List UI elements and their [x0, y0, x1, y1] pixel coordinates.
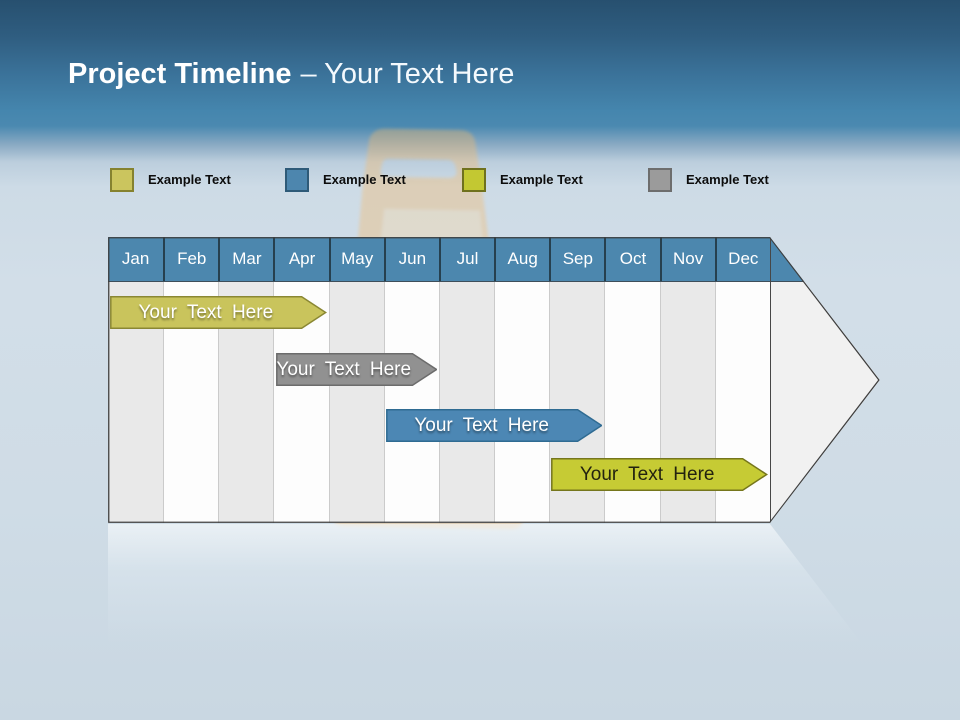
- legend-label: Example Text: [323, 172, 406, 187]
- header-underline: [108, 281, 804, 282]
- legend-label: Example Text: [500, 172, 583, 187]
- month-header-row: Jan Feb Mar Apr May Jun Jul Aug Sep Oct …: [108, 237, 880, 281]
- month-label: Aug: [507, 249, 538, 268]
- bar-label: Your Text Here: [414, 415, 549, 436]
- month-label: Feb: [177, 249, 207, 268]
- legend-swatch-olive: [110, 168, 134, 192]
- december-end-divider: [770, 237, 771, 523]
- month-cell: Jan: [108, 237, 163, 281]
- legend-swatch-blue: [285, 168, 309, 192]
- bar-label: Your Text Here: [579, 464, 715, 485]
- legend-swatch-gray: [648, 168, 672, 192]
- timeline-bar[interactable]: Your Text Here: [110, 296, 328, 329]
- month-cell: May: [328, 237, 384, 281]
- month-label: Jun: [398, 249, 427, 268]
- slide-title[interactable]: Project Timeline– Your Text Here: [68, 58, 514, 91]
- month-label: Apr: [288, 249, 316, 268]
- month-label: Jul: [456, 249, 479, 268]
- slide-title-bold: Project Timeline: [68, 58, 292, 90]
- timeline-arrow-shape: Jan Feb Mar Apr May Jun Jul Aug Sep Oct …: [108, 237, 880, 523]
- timeline-bar[interactable]: Your Text Here: [385, 409, 603, 442]
- month-cell: Apr: [273, 237, 328, 281]
- month-cell: Aug: [494, 237, 549, 281]
- legend-label: Example Text: [148, 172, 231, 187]
- month-cell: Oct: [604, 237, 659, 281]
- timeline-bar[interactable]: Your Text Here: [551, 458, 769, 491]
- month-cell: Dec: [714, 237, 770, 281]
- month-label: May: [341, 249, 374, 268]
- month-label: Sep: [562, 249, 593, 268]
- month-cell: Sep: [549, 237, 604, 281]
- slide-title-placeholder: – Your Text Here: [300, 58, 515, 90]
- month-label: Mar: [232, 249, 262, 268]
- month-cell: Jun: [383, 237, 439, 281]
- timeline-table[interactable]: Jan Feb Mar Apr May Jun Jul Aug Sep Oct …: [108, 237, 880, 523]
- month-cell: Nov: [659, 237, 715, 281]
- timeline-bar[interactable]: Your Text Here: [275, 353, 438, 386]
- bar-label: Your Text Here: [138, 302, 274, 323]
- month-label: Jan: [121, 249, 150, 268]
- table-reflection: [108, 524, 880, 720]
- month-cell: Jul: [438, 237, 494, 281]
- month-label: Dec: [728, 249, 759, 268]
- bar-label: Your Text Here: [276, 359, 412, 380]
- legend-swatch-yellowgreen: [462, 168, 486, 192]
- month-label: Nov: [673, 249, 704, 268]
- legend-label: Example Text: [686, 172, 769, 187]
- month-cell: Feb: [163, 237, 218, 281]
- month-label: Oct: [619, 249, 647, 268]
- month-cell: Mar: [218, 237, 273, 281]
